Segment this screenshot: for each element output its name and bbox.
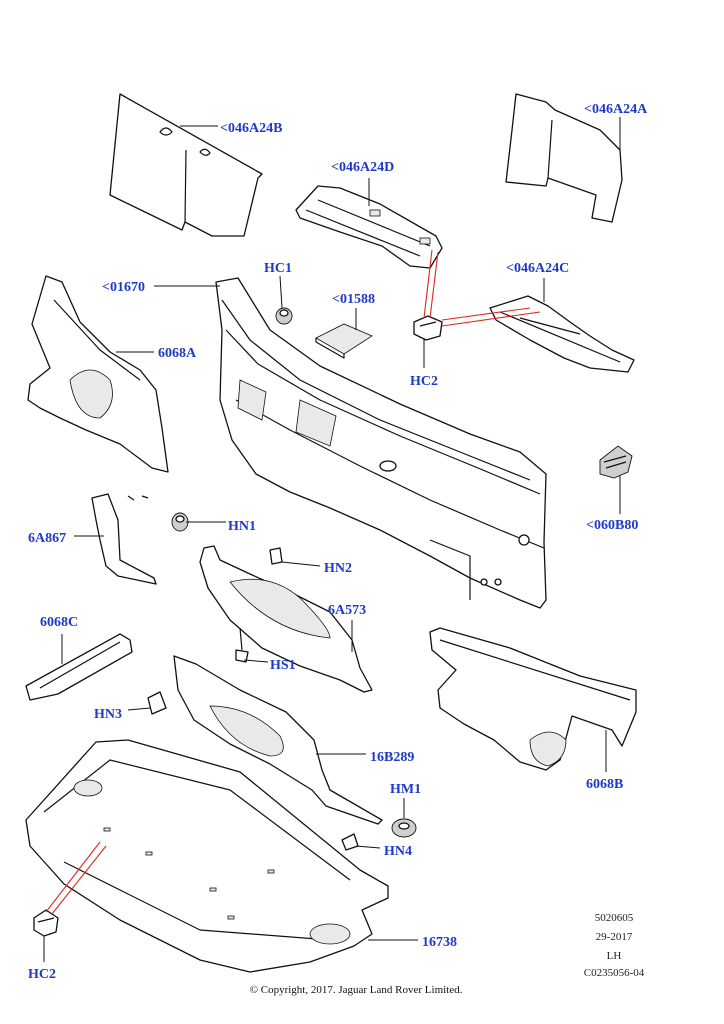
- callout-hc2-bottom[interactable]: HC2: [28, 967, 56, 982]
- dash-panel-01670: [215, 277, 547, 609]
- callout-hn3[interactable]: HN3: [94, 707, 122, 722]
- callout-01588[interactable]: <01588: [332, 292, 375, 307]
- callout-hs1[interactable]: HS1: [270, 658, 296, 673]
- callout-046a24a[interactable]: <046A24A: [584, 102, 648, 117]
- callout-16b289[interactable]: 16B289: [370, 750, 414, 765]
- ref-line: [429, 251, 439, 319]
- ref-line: [45, 841, 101, 913]
- insulator-16b289: [173, 655, 383, 825]
- ref-line: [51, 845, 107, 915]
- callout-6a573[interactable]: 6A573: [328, 603, 366, 618]
- insulator-6a573: [199, 545, 373, 693]
- side-indicator: LH: [607, 950, 622, 962]
- bracket-046a24d: [295, 185, 443, 269]
- clip-hc1: [275, 307, 293, 325]
- strip-6068c: [25, 633, 133, 701]
- callout-6068c[interactable]: 6068C: [40, 615, 78, 630]
- leader-line: [243, 659, 269, 663]
- insulation-pad-046a24b: [109, 93, 263, 237]
- reference-number: 5020605: [595, 912, 634, 924]
- callout-046a24b[interactable]: <046A24B: [220, 121, 282, 136]
- clip-hn4: [341, 833, 359, 851]
- leader-line: [281, 561, 321, 567]
- callout-hc1[interactable]: HC1: [264, 261, 292, 276]
- callout-01670[interactable]: <01670: [102, 280, 145, 295]
- crossmember-6068b: [429, 627, 637, 771]
- callout-hn1[interactable]: HN1: [228, 519, 256, 534]
- diagram-date: 29-2017: [596, 931, 633, 943]
- callout-6a867[interactable]: 6A867: [28, 531, 66, 546]
- diagram-footer: 5020605 29-2017 LH C0235056-04 © Copyrig…: [250, 912, 645, 996]
- clip-hn2: [269, 547, 283, 565]
- callout-060b80[interactable]: <060B80: [586, 518, 638, 533]
- grommet-060b80: [599, 445, 633, 479]
- ref-line: [441, 311, 541, 327]
- callout-hc2-top[interactable]: HC2: [410, 374, 438, 389]
- callout-16738[interactable]: 16738: [422, 935, 457, 950]
- bracket-6068a: [27, 275, 169, 473]
- leader-line: [279, 275, 283, 309]
- ref-line: [423, 249, 433, 319]
- leader-line: [355, 845, 381, 849]
- leader-line: [127, 707, 151, 711]
- floor-tray-16738: [25, 739, 389, 973]
- callout-hm1[interactable]: HM1: [390, 782, 421, 797]
- ref-line: [441, 307, 531, 321]
- callout-hn4[interactable]: HN4: [384, 844, 412, 859]
- callout-hn2[interactable]: HN2: [324, 561, 352, 576]
- screw-hs1: [235, 627, 249, 663]
- nut-hn1: [171, 512, 189, 532]
- callout-046a24c[interactable]: <046A24C: [506, 261, 569, 276]
- reference-lines: [45, 249, 541, 915]
- clip-hc2-bottom: [33, 909, 59, 937]
- callout-046a24d[interactable]: <046A24D: [331, 160, 394, 175]
- bracket-046a24c: [489, 295, 635, 373]
- insulation-pad-046a24a: [505, 93, 623, 223]
- clip-hc2-top: [413, 315, 443, 341]
- copyright-notice: © Copyright, 2017. Jaguar Land Rover Lim…: [250, 984, 463, 996]
- clip-hn3: [147, 691, 167, 715]
- callout-6068b[interactable]: 6068B: [586, 777, 623, 792]
- leader-lines: [43, 117, 621, 962]
- grommet-hm1: [391, 818, 417, 838]
- pad-01588: [315, 323, 373, 359]
- catalog-code: C0235056-04: [584, 967, 645, 979]
- callout-6068a[interactable]: 6068A: [158, 346, 197, 361]
- callouts: <046A24B <046A24A <046A24D <046A24C <016…: [28, 102, 648, 982]
- bracket-6a867: [91, 493, 157, 585]
